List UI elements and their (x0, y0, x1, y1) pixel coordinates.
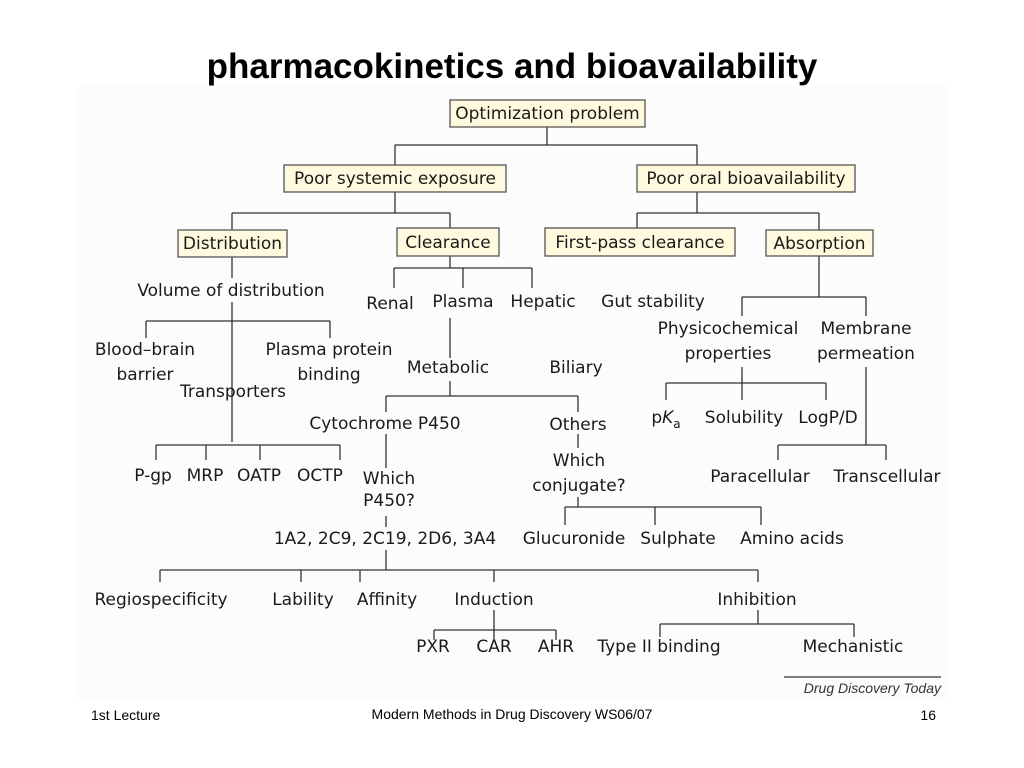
node-plasma-protein-binding-line2: binding (297, 365, 360, 385)
node-inhibition: Inhibition (717, 590, 796, 610)
node-label: Distribution (183, 234, 282, 254)
node-ahr: AHR (538, 637, 574, 657)
node-amino-acids: Amino acids (740, 529, 844, 549)
node-distribution: Distribution (177, 229, 288, 258)
node-transcellular: Transcellular (832, 467, 940, 487)
node-clearance: Clearance (396, 227, 500, 257)
node-pxr: PXR (416, 637, 450, 657)
node-label: Poor oral bioavailability (646, 169, 845, 189)
node-paracellular: Paracellular (710, 467, 809, 487)
node-physicochemical-properties-line2: properties (685, 344, 772, 364)
node-biliary: Biliary (549, 358, 602, 378)
node-metabolic: Metabolic (407, 358, 489, 378)
node-gut-stability: Gut stability (601, 292, 705, 312)
node-p-gp: P-gp (134, 466, 172, 486)
node-label: Absorption (773, 234, 865, 254)
node-volume-of-distribution: Volume of distribution (137, 281, 324, 301)
node-induction: Induction (454, 590, 533, 610)
node-type-ii-binding: Type II binding (596, 637, 720, 657)
node-plasma-protein-binding-line1: Plasma protein (265, 340, 392, 360)
node-renal: Renal (366, 294, 413, 314)
node-first-pass-clearance: First-pass clearance (544, 227, 736, 257)
node-oatp: OATP (237, 466, 281, 486)
node-which-conjugate-line2: conjugate? (532, 476, 625, 496)
node-cyp-isoforms: 1A2, 2C9, 2C19, 2D6, 3A4 (274, 529, 496, 549)
source-credit: Drug Discovery Today (804, 680, 942, 696)
node-others: Others (549, 415, 606, 435)
node-label: First-pass clearance (555, 233, 724, 253)
node-mechanistic: Mechanistic (803, 637, 904, 657)
node-transporters: Transporters (179, 382, 286, 402)
footer-page-number: 16 (920, 707, 936, 723)
node-regiospecificity: Regiospecificity (94, 590, 227, 610)
node-which-p450-line2: P450? (363, 491, 415, 511)
node-blood-brain-barrier-line1: Blood–brain (95, 340, 195, 360)
node-hepatic: Hepatic (510, 292, 575, 312)
node-affinity: Affinity (357, 590, 417, 610)
node-octp: OCTP (297, 466, 343, 486)
node-poor-systemic-exposure: Poor systemic exposure (283, 164, 507, 193)
connector-lines (145, 127, 941, 678)
flow-diagram: Optimization problem Poor systemic expos… (94, 99, 942, 696)
node-absorption: Absorption (765, 229, 874, 257)
node-membrane-permeation-line1: Membrane (820, 319, 911, 339)
footer-course-title: Modern Methods in Drug Discovery WS06/07 (371, 706, 653, 722)
node-lability: Lability (272, 590, 334, 610)
node-pka: pKa (651, 408, 680, 431)
node-sulphate: Sulphate (640, 529, 715, 549)
node-cytochrome-p450: Cytochrome P450 (309, 414, 460, 434)
node-optimization-problem: Optimization problem (449, 99, 646, 128)
node-logp-d: LogP/D (798, 408, 857, 428)
node-label: Poor systemic exposure (294, 169, 496, 189)
node-car: CAR (476, 637, 511, 657)
node-label: Optimization problem (455, 104, 640, 124)
footer-lecture-label: 1st Lecture (91, 707, 161, 723)
node-glucuronide: Glucuronide (523, 529, 626, 549)
slide-title: pharmacokinetics and bioavailability (206, 47, 818, 86)
node-membrane-permeation-line2: permeation (817, 344, 915, 364)
node-solubility: Solubility (705, 408, 783, 428)
node-poor-oral-bioavailability: Poor oral bioavailability (636, 164, 856, 193)
node-blood-brain-barrier-line2: barrier (116, 365, 173, 385)
node-which-p450-line1: Which (363, 469, 415, 489)
node-which-conjugate-line1: Which (553, 451, 605, 471)
node-plasma: Plasma (432, 292, 493, 312)
node-mrp: MRP (187, 466, 224, 486)
node-label: Clearance (405, 233, 490, 253)
node-physicochemical-properties-line1: Physicochemical (658, 319, 799, 339)
